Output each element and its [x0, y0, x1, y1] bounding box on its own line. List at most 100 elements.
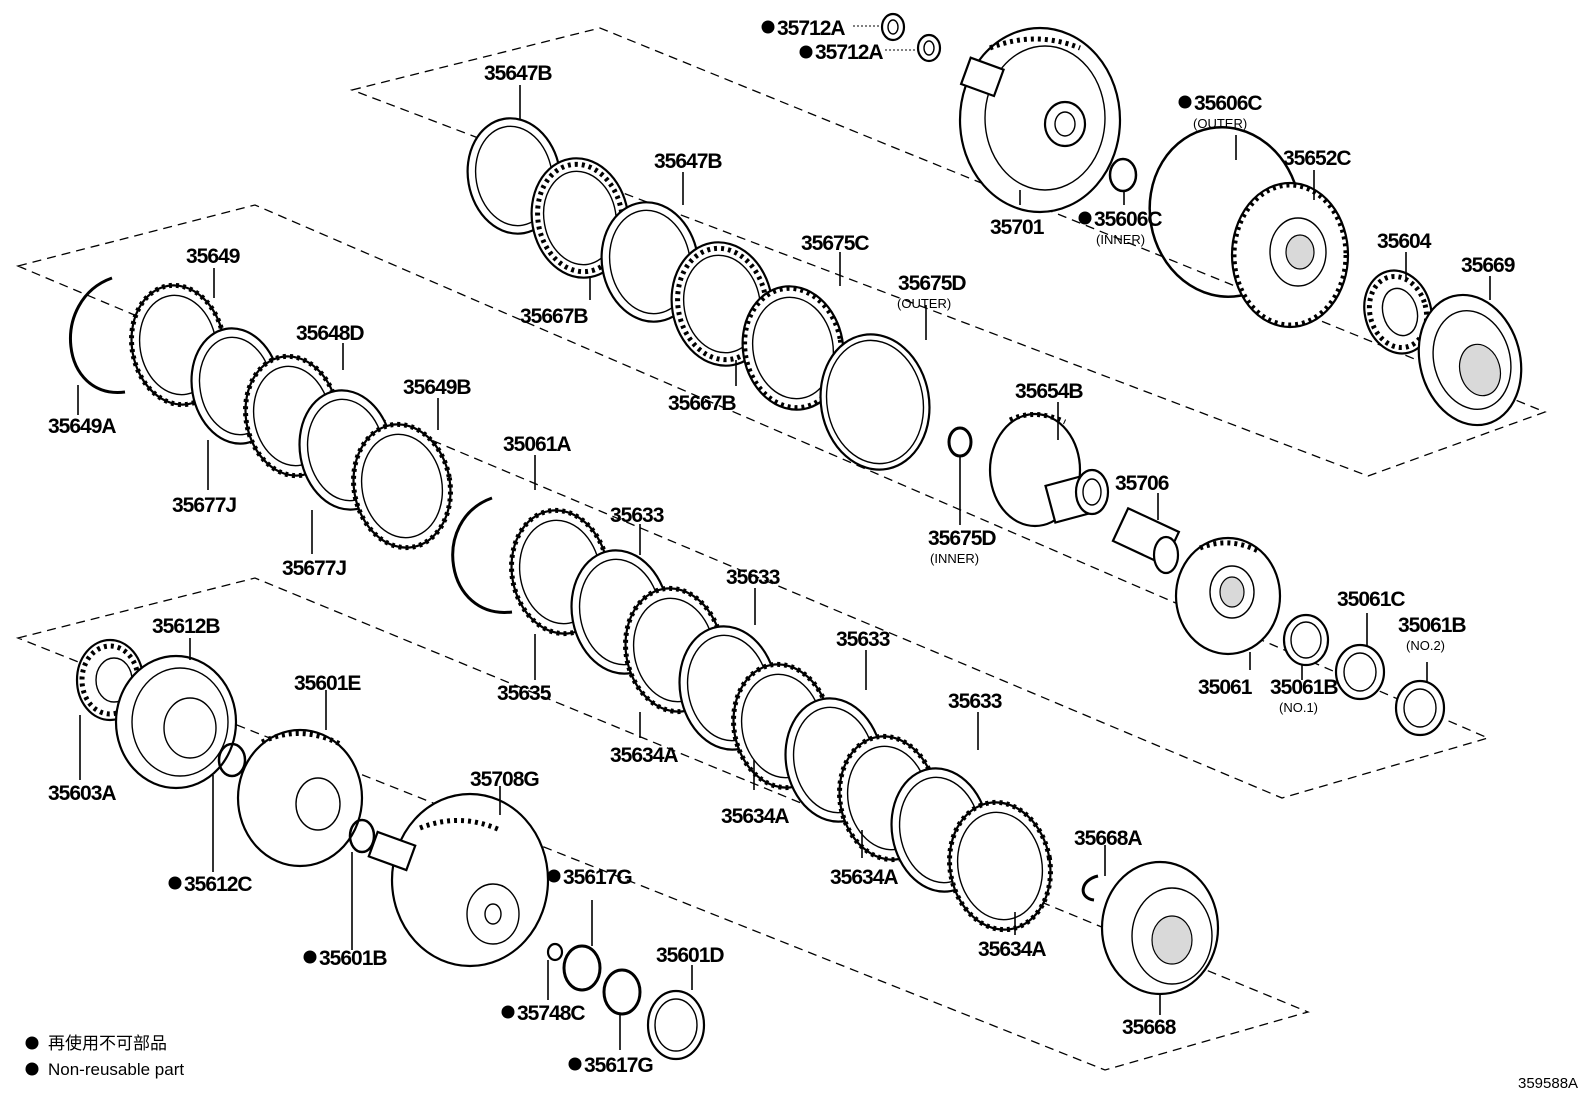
part-35652C-gear — [1230, 181, 1350, 329]
label-35648D: 35648D — [296, 322, 364, 345]
label-35647B-2: 35647B — [654, 150, 722, 173]
part-35612B-piston — [114, 654, 238, 790]
part-35601B-oring — [348, 818, 376, 854]
label-35652C: 35652C — [1283, 147, 1351, 170]
legend-text-en: Non-reusable part — [48, 1060, 184, 1079]
part-35706-shaft — [1111, 506, 1181, 575]
label-35712A-2: 35712A — [815, 41, 883, 64]
part-35712A-lower — [916, 33, 942, 63]
label-35606C-inner-sub: (INNER) — [1096, 232, 1145, 247]
part-35649A-snap-ring — [69, 276, 126, 394]
label-35612B: 35612B — [152, 615, 220, 638]
label-35668A: 35668A — [1074, 827, 1142, 850]
part-35668-hub — [1100, 860, 1220, 996]
label-35633-1: 35633 — [610, 504, 664, 527]
part-35669-hub — [1417, 293, 1523, 427]
label-35606C-inner: 35606C — [1094, 208, 1162, 231]
label-35668: 35668 — [1122, 1016, 1177, 1039]
legend-text-ja: 再使用不可部品 — [48, 1033, 167, 1053]
group-outline-top — [349, 27, 1547, 477]
label-35675D-outer: 35675D — [898, 272, 966, 295]
label-35675C: 35675C — [801, 232, 869, 255]
label-35061: 35061 — [1198, 676, 1253, 699]
part-35675D-outer-ring — [819, 333, 931, 471]
non-reusable-marker — [568, 1057, 582, 1071]
label-35712A-1: 35712A — [777, 17, 845, 40]
label-35649: 35649 — [186, 245, 240, 268]
legend-marker-ja — [25, 1036, 39, 1050]
label-35601D: 35601D — [656, 944, 724, 967]
label-35617G-1: 35617G — [563, 866, 632, 889]
non-reusable-marker — [1178, 95, 1192, 109]
part-35606C-inner-ring — [1108, 157, 1138, 193]
diagram-reference-number: 359588A — [1518, 1075, 1578, 1092]
leader-lines — [77, 25, 1491, 1050]
label-35601E: 35601E — [294, 672, 361, 695]
label-35675D-outer-sub: (OUTER) — [897, 296, 951, 311]
label-35677J-2: 35677J — [282, 557, 346, 580]
part-35748C-washer — [546, 942, 564, 962]
part-35061C-ring — [1334, 643, 1386, 701]
group-outline-bottom — [15, 577, 1310, 1071]
label-35061B-no2: 35061B — [1398, 614, 1466, 637]
label-35708G: 35708G — [470, 768, 539, 791]
part-35061B-no1-ring — [1282, 613, 1330, 667]
non-reusable-marker — [761, 20, 775, 34]
label-35635: 35635 — [497, 682, 552, 705]
part-35061B-no2-ring — [1394, 679, 1446, 737]
label-35667B-1: 35667B — [520, 305, 588, 328]
label-35633-4: 35633 — [948, 690, 1002, 713]
label-35706: 35706 — [1115, 472, 1169, 495]
part-35649B-plate — [351, 421, 453, 551]
label-35061C: 35061C — [1337, 588, 1405, 611]
label-35634A-4: 35634A — [978, 938, 1046, 961]
label-35634A-1: 35634A — [610, 744, 678, 767]
label-35654B: 35654B — [1015, 380, 1083, 403]
part-labels: 35712A 35712A 35647B 35647B 35606C (OUTE… — [48, 17, 1516, 1077]
part-35061A-snap-ring — [451, 496, 513, 614]
label-35606C-outer: 35606C — [1194, 92, 1262, 115]
label-35701: 35701 — [990, 216, 1045, 239]
label-35634A-2: 35634A — [721, 805, 789, 828]
non-reusable-marker — [501, 1005, 515, 1019]
label-35603A: 35603A — [48, 782, 116, 805]
label-35649A: 35649A — [48, 415, 116, 438]
part-35601E-drum — [236, 728, 364, 868]
non-reusable-marker — [168, 876, 182, 890]
label-35649B: 35649B — [403, 376, 471, 399]
part-35712A-upper — [880, 12, 906, 42]
part-35604-bearing — [1363, 269, 1433, 355]
part-35675C-plate — [741, 285, 845, 411]
part-35634A-plate-4 — [947, 799, 1053, 933]
non-reusable-marker — [799, 45, 813, 59]
label-35669: 35669 — [1461, 254, 1515, 277]
label-35633-2: 35633 — [726, 566, 780, 589]
part-35617G-ring-2 — [602, 968, 642, 1016]
label-35061A: 35061A — [503, 433, 571, 456]
part-35668A-snap-ring — [1081, 874, 1099, 902]
non-reusable-marker — [303, 950, 317, 964]
part-35601D-ring — [646, 989, 706, 1061]
label-35647B-1: 35647B — [484, 62, 552, 85]
label-35617G-2: 35617G — [584, 1054, 653, 1077]
label-35061B-no1: 35061B — [1270, 676, 1338, 699]
part-35617G-ring-1 — [562, 944, 602, 992]
label-35061B-no1-sub: (NO.1) — [1279, 700, 1318, 715]
non-reusable-marker — [547, 869, 561, 883]
part-35701-drum — [958, 26, 1122, 214]
label-35061B-no2-sub: (NO.2) — [1406, 638, 1445, 653]
part-35654B-gear — [988, 412, 1110, 528]
label-35667B-2: 35667B — [668, 392, 736, 415]
part-35612C-oring — [217, 742, 247, 778]
label-35634A-3: 35634A — [830, 866, 898, 889]
non-reusable-marker — [1078, 211, 1092, 225]
label-35612C: 35612C — [184, 873, 252, 896]
label-35748C: 35748C — [517, 1002, 585, 1025]
part-35061-drum — [1174, 536, 1282, 656]
legend: 再使用不可部品 Non-reusable part — [25, 1033, 184, 1079]
label-35633-3: 35633 — [836, 628, 890, 651]
part-35708G-drum — [367, 792, 550, 968]
label-35604: 35604 — [1377, 230, 1432, 253]
